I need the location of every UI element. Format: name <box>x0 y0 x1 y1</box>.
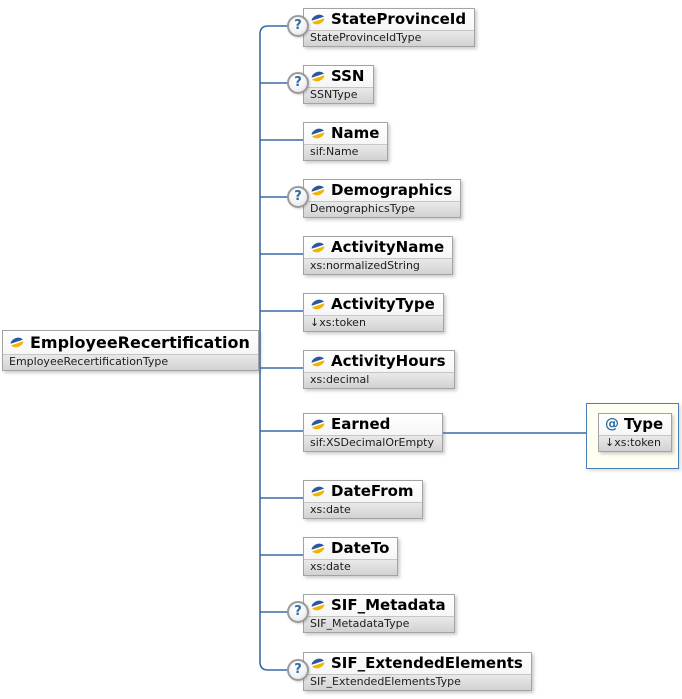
element-title: ActivityHours <box>304 351 454 372</box>
element-type: SIF_MetadataType <box>304 616 454 632</box>
element-type: sif:XSDecimalOrEmpty <box>304 435 442 451</box>
attribute-type: ↓xs:token <box>599 435 672 451</box>
element-title: DateTo <box>304 538 398 559</box>
element-icon <box>310 242 326 253</box>
element-node-dateto[interactable]: DateTo xs:date <box>303 537 399 576</box>
optional-badge: ? <box>287 659 309 681</box>
element-node-demographics[interactable]: Demographics DemographicsType <box>303 179 462 218</box>
element-type: SSNType <box>304 87 373 103</box>
element-title: SSN <box>304 66 373 87</box>
element-node-activitytype[interactable]: ActivityType ↓xs:token <box>303 293 444 332</box>
element-name: SSN <box>331 67 365 85</box>
element-type: SIF_ExtendedElementsType <box>304 674 531 690</box>
element-node-activityname[interactable]: ActivityName xs:normalizedString <box>303 236 454 275</box>
optional-badge: ? <box>287 601 309 623</box>
element-title: ActivityName <box>304 237 453 258</box>
element-title: DateFrom <box>304 481 422 502</box>
element-name: SIF_ExtendedElements <box>331 654 523 672</box>
element-icon <box>310 185 326 196</box>
element-name: ActivityType <box>331 295 435 313</box>
element-icon <box>310 356 326 367</box>
element-name: Demographics <box>331 181 453 199</box>
element-node-earned[interactable]: Earned sif:XSDecimalOrEmpty <box>303 413 443 452</box>
element-node-sif-metadata[interactable]: SIF_Metadata SIF_MetadataType <box>303 594 455 633</box>
element-title: SIF_Metadata <box>304 595 454 616</box>
element-name: Name <box>331 124 380 142</box>
element-type: sif:Name <box>304 144 388 160</box>
element-title: Name <box>304 123 388 144</box>
element-icon <box>310 419 326 430</box>
optional-badge: ? <box>287 186 309 208</box>
element-node-name[interactable]: Name sif:Name <box>303 122 389 161</box>
attribute-name: Type <box>624 415 664 433</box>
attribute-title: @ Type <box>599 414 672 435</box>
element-name: StateProvinceId <box>331 10 467 28</box>
element-name: EmployeeRecertification <box>30 333 250 352</box>
element-icon <box>310 14 326 25</box>
element-node-ssn[interactable]: SSN SSNType <box>303 65 374 104</box>
element-type: xs:date <box>304 502 422 518</box>
element-icon <box>310 299 326 310</box>
attribute-icon: @ <box>605 416 619 432</box>
attribute-container: @ Type ↓xs:token <box>586 403 679 469</box>
element-icon <box>9 337 25 348</box>
attribute-node-type[interactable]: @ Type ↓xs:token <box>598 413 673 452</box>
optional-badge: ? <box>287 15 309 37</box>
element-title: SIF_ExtendedElements <box>304 653 531 674</box>
element-node-activityhours[interactable]: ActivityHours xs:decimal <box>303 350 455 389</box>
element-name: DateFrom <box>331 482 414 500</box>
element-type: xs:normalizedString <box>304 258 453 274</box>
element-name: DateTo <box>331 539 390 557</box>
element-icon <box>310 71 326 82</box>
element-node-stateprovinceid[interactable]: StateProvinceId StateProvinceIdType <box>303 8 476 47</box>
element-name: ActivityHours <box>331 352 446 370</box>
element-icon <box>310 486 326 497</box>
element-name: Earned <box>331 415 391 433</box>
element-name: ActivityName <box>331 238 445 256</box>
element-node-datefrom[interactable]: DateFrom xs:date <box>303 480 423 519</box>
element-title: ActivityType <box>304 294 443 315</box>
element-title: Demographics <box>304 180 461 201</box>
element-name: SIF_Metadata <box>331 596 446 614</box>
element-icon <box>310 543 326 554</box>
element-title: Earned <box>304 414 442 435</box>
optional-badge: ? <box>287 72 309 94</box>
element-type: ↓xs:token <box>304 315 443 331</box>
element-type: xs:decimal <box>304 372 454 388</box>
element-type: StateProvinceIdType <box>304 30 475 46</box>
element-title: StateProvinceId <box>304 9 475 30</box>
element-icon <box>310 658 326 669</box>
element-title: EmployeeRecertification <box>3 331 258 354</box>
element-node-sif-extendedelements[interactable]: SIF_ExtendedElements SIF_ExtendedElement… <box>303 652 532 691</box>
element-icon <box>310 600 326 611</box>
element-type: xs:date <box>304 559 398 575</box>
element-type: DemographicsType <box>304 201 461 217</box>
element-node-employeerecertification[interactable]: EmployeeRecertification EmployeeRecertif… <box>2 330 259 371</box>
element-type: EmployeeRecertificationType <box>3 354 258 370</box>
element-icon <box>310 128 326 139</box>
